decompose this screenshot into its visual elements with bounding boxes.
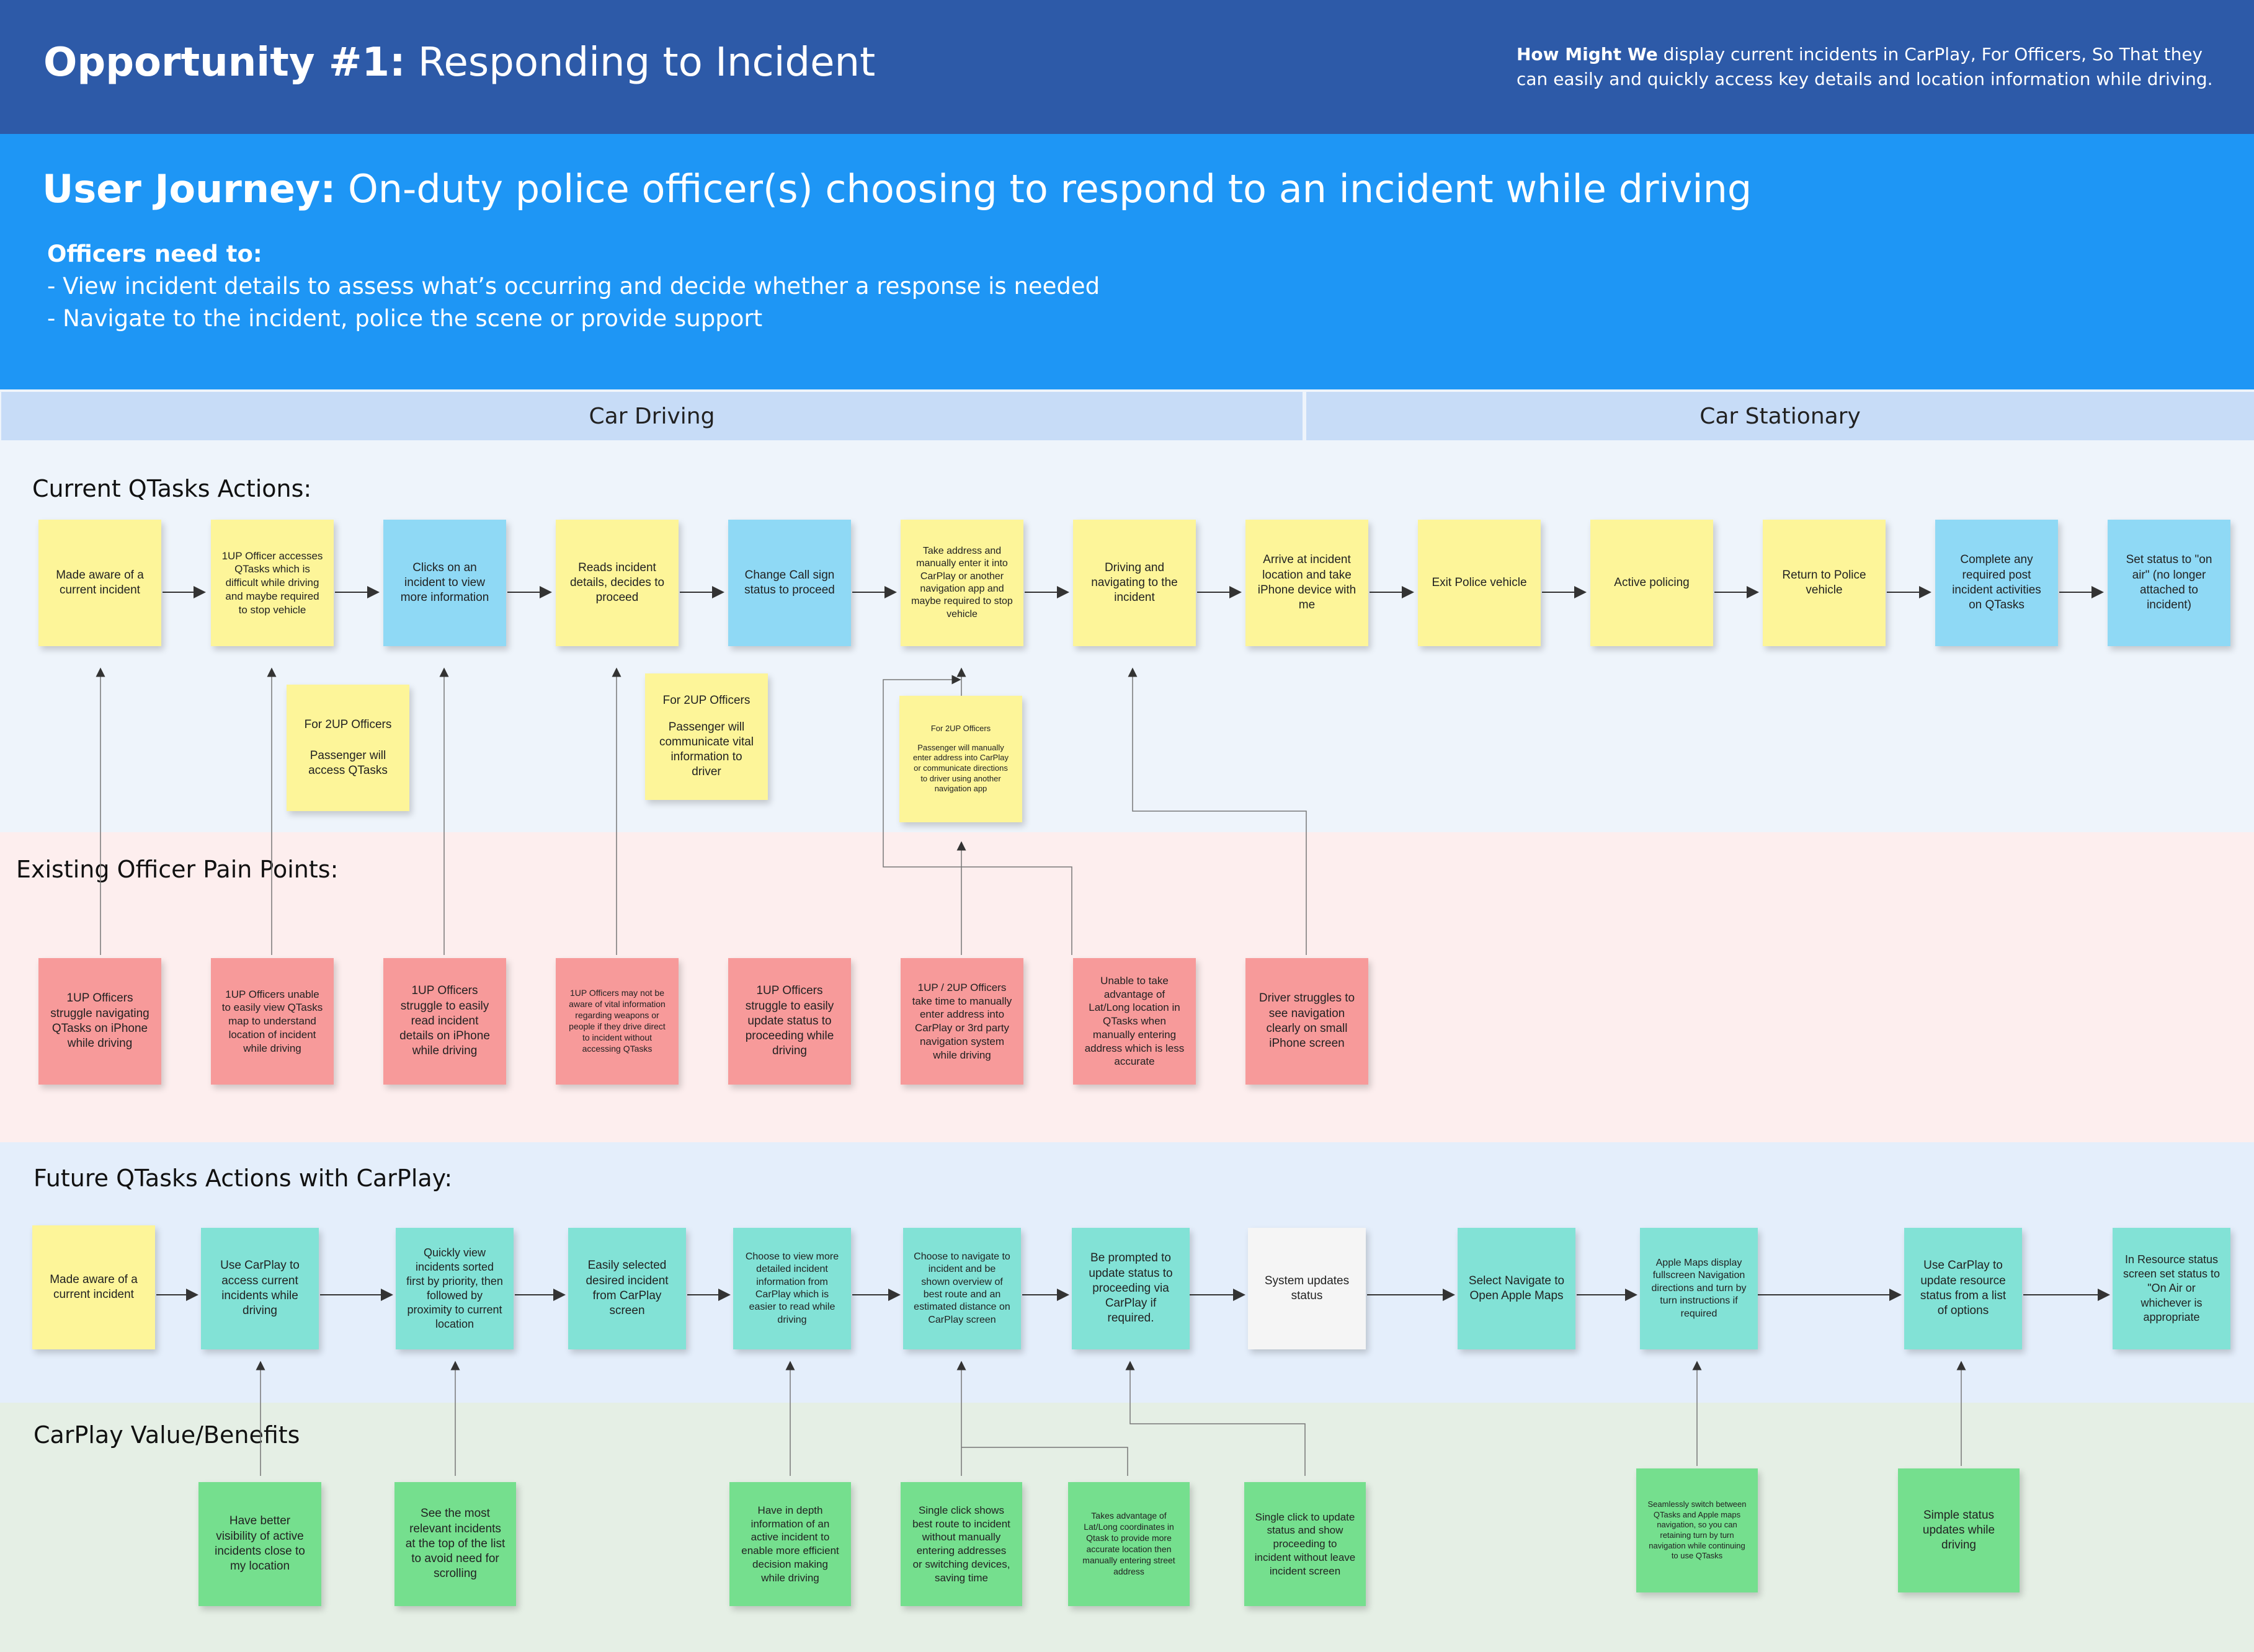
benefit-sticky: Takes advantage of Lat/Long coordinates … — [1068, 1482, 1190, 1606]
current-action-sticky: Clicks on an incident to view more infor… — [383, 520, 506, 646]
pain-point-sticky: 1UP Officers struggle to easily update s… — [728, 958, 851, 1085]
officer-needs: Officers need to: - View incident detail… — [47, 238, 1100, 335]
current-action-sticky: Take address and manually enter it into … — [901, 520, 1023, 646]
current-action-sticky: Arrive at incident location and take iPh… — [1245, 520, 1368, 646]
pain-point-sticky: Unable to take advantage of Lat/Long loc… — [1073, 958, 1196, 1085]
future-action-sticky: Apple Maps display fullscreen Navigation… — [1640, 1228, 1758, 1349]
user-journey-text: On-duty police officer(s) choosing to re… — [336, 166, 1752, 211]
future-action-sticky: Be prompted to update status to proceedi… — [1072, 1228, 1190, 1349]
future-action-sticky: System updates status — [1248, 1228, 1366, 1349]
twoup-note-sticky: For 2UP Officers Passenger will communic… — [645, 673, 768, 800]
opportunity-header — [0, 0, 2254, 134]
future-action-sticky: Use CarPlay to update resource status fr… — [1904, 1228, 2022, 1349]
section-label-future: Future QTasks Actions with CarPlay: — [33, 1165, 453, 1192]
needs-heading: Officers need to: — [47, 241, 262, 267]
current-action-sticky: Change Call sign status to proceed — [728, 520, 851, 646]
current-action-sticky: Active policing — [1590, 520, 1713, 646]
hmw-label: How Might We — [1517, 44, 1658, 64]
benefit-sticky: Simple status updates while driving — [1898, 1468, 2020, 1592]
future-action-sticky: Choose to view more detailed incident in… — [733, 1228, 851, 1349]
benefit-sticky: Single click to update status and show p… — [1244, 1482, 1366, 1606]
twoup-note-title: For 2UP Officers — [662, 694, 751, 708]
opportunity-title: Opportunity #1: Responding to Incident — [43, 40, 875, 86]
section-label-pain: Existing Officer Pain Points: — [16, 856, 339, 883]
current-action-sticky: Driving and navigating to the incident — [1073, 520, 1196, 646]
benefit-sticky: Seamlessly switch between QTasks and App… — [1636, 1468, 1758, 1592]
benefit-sticky: Have better visibility of active inciden… — [198, 1482, 321, 1606]
pain-point-sticky: 1UP Officers may not be aware of vital i… — [556, 958, 679, 1085]
current-action-sticky: Reads incident details, decides to proce… — [556, 520, 679, 646]
current-action-sticky: Set status to "on air" (no longer attach… — [2108, 520, 2230, 646]
future-action-sticky: Made aware of a current incident — [32, 1225, 155, 1349]
current-action-sticky: 1UP Officer accesses QTasks which is dif… — [211, 520, 334, 646]
twoup-note-body: Passenger will communicate vital informa… — [659, 720, 754, 779]
current-action-sticky: Exit Police vehicle — [1418, 520, 1541, 646]
phase-label: Car Stationary — [1699, 403, 1861, 429]
benefit-sticky: See the most relevant incidents at the t… — [394, 1482, 516, 1606]
phase-label: Car Driving — [589, 403, 715, 429]
future-action-sticky: Use CarPlay to access current incidents … — [201, 1228, 319, 1349]
future-action-sticky: Choose to navigate to incident and be sh… — [903, 1228, 1021, 1349]
user-journey-label: User Journey: — [42, 166, 336, 211]
user-journey-header — [0, 134, 2254, 389]
pain-point-sticky: 1UP Officers unable to easily view QTask… — [211, 958, 334, 1085]
current-action-sticky: Made aware of a current incident — [38, 520, 161, 646]
twoup-note-title: For 2UP Officers — [304, 717, 392, 731]
twoup-note-sticky: For 2UP Officers Passenger will manually… — [899, 696, 1022, 822]
future-action-sticky: Select Navigate to Open Apple Maps — [1458, 1228, 1575, 1349]
need-item: - Navigate to the incident, police the s… — [47, 305, 763, 332]
future-action-sticky: Easily selected desired incident from Ca… — [568, 1228, 686, 1349]
pain-point-sticky: 1UP / 2UP Officers take time to manually… — [901, 958, 1023, 1085]
opportunity-name: Responding to Incident — [405, 40, 876, 86]
current-action-sticky: Return to Police vehicle — [1763, 520, 1886, 646]
phase-car-driving: Car Driving — [1, 392, 1303, 440]
how-might-we-statement: How Might We display current incidents i… — [1517, 42, 2230, 92]
pain-point-sticky: Driver struggles to see navigation clear… — [1245, 958, 1368, 1085]
hmw-text: display current incidents in CarPlay, Fo… — [1517, 44, 2213, 89]
section-label-benefits: CarPlay Value/Benefits — [33, 1421, 300, 1449]
benefit-sticky: Have in depth information of an active i… — [729, 1482, 851, 1606]
user-journey-title: User Journey: On-duty police officer(s) … — [42, 166, 1752, 211]
pain-point-sticky: 1UP Officers struggle to easily read inc… — [383, 958, 506, 1085]
twoup-note-body: Passenger will manually enter address in… — [913, 742, 1009, 794]
future-action-sticky: Quickly view incidents sorted first by p… — [396, 1228, 514, 1349]
section-label-current: Current QTasks Actions: — [32, 475, 312, 502]
benefit-sticky: Single click shows best route to inciden… — [901, 1482, 1022, 1606]
opportunity-label: Opportunity #1: — [43, 40, 406, 86]
twoup-note-title: For 2UP Officers — [930, 724, 991, 734]
phase-car-stationary: Car Stationary — [1306, 392, 2254, 440]
pain-point-sticky: 1UP Officers struggle navigating QTasks … — [38, 958, 161, 1085]
twoup-note-body: Passenger will access QTasks — [308, 748, 388, 778]
need-item: - View incident details to assess what’s… — [47, 273, 1100, 300]
future-action-sticky: In Resource status screen set status to … — [2113, 1228, 2230, 1349]
current-action-sticky: Complete any required post incident acti… — [1935, 520, 2058, 646]
twoup-note-sticky: For 2UP Officers Passenger will access Q… — [287, 685, 409, 811]
